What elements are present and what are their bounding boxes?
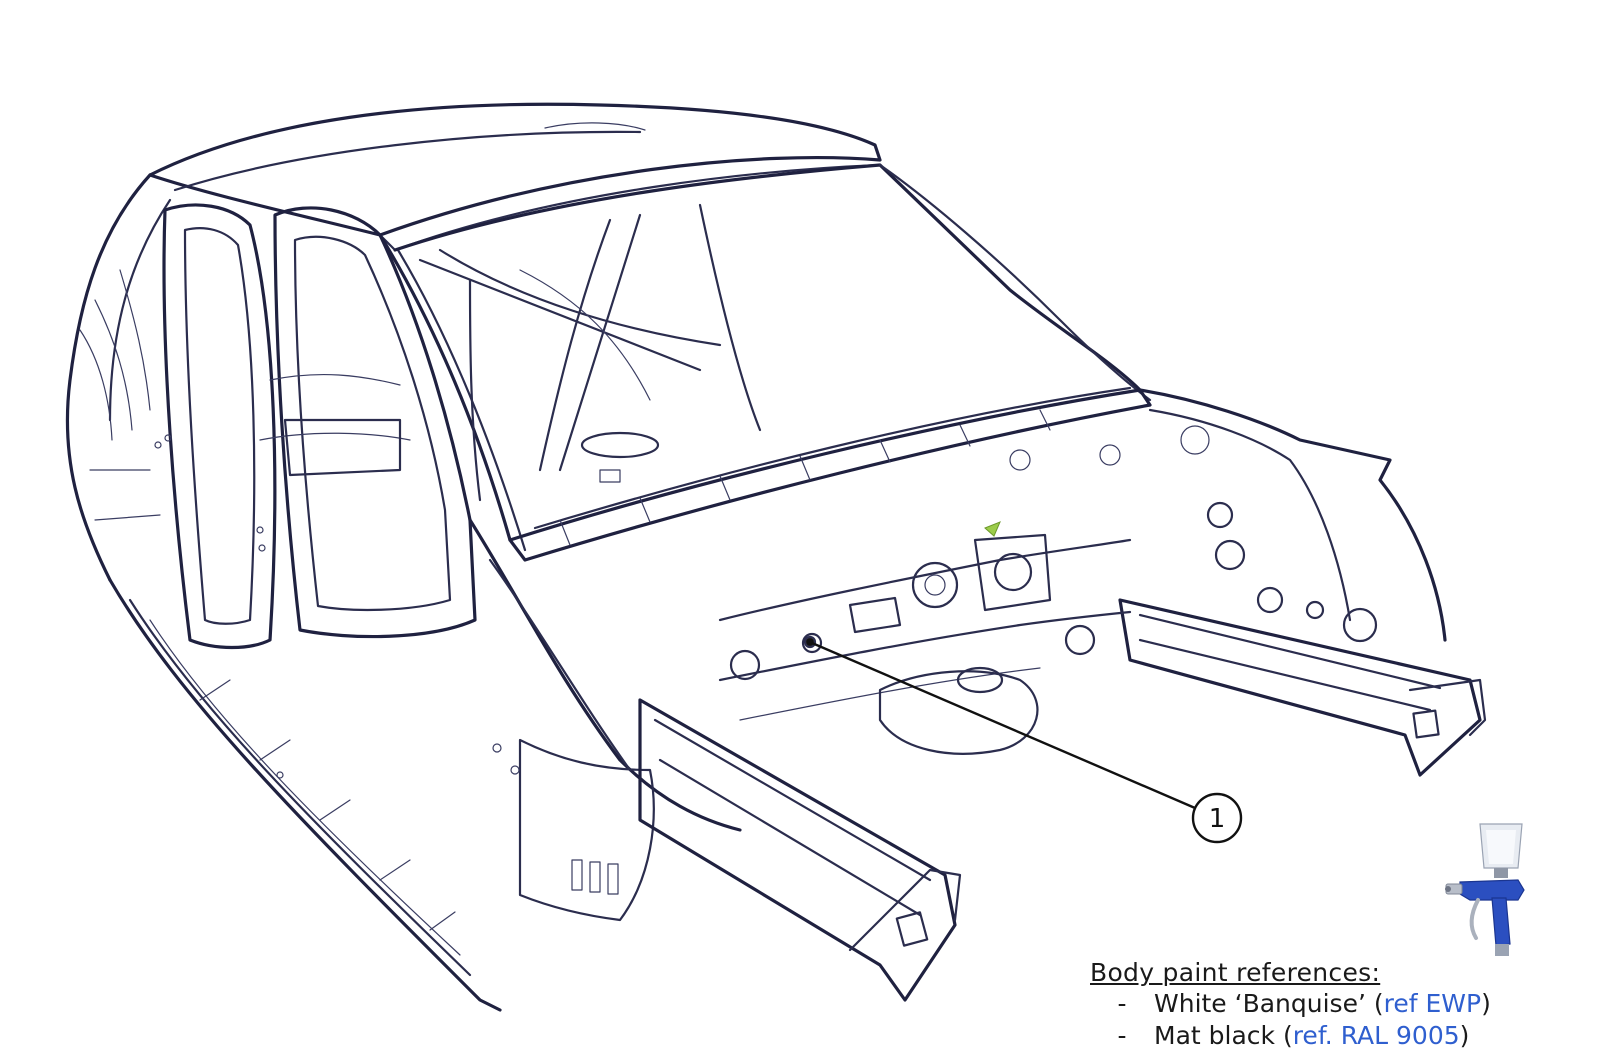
legend-title: Body paint references:	[1090, 958, 1381, 987]
legend-item-close: )	[1459, 1021, 1470, 1050]
legend-item-dash: -	[1117, 989, 1127, 1018]
callout-number: 1	[1209, 804, 1226, 834]
callout-leader-line	[811, 641, 1196, 810]
legend-item-name: Mat black (	[1154, 1021, 1293, 1050]
callout-1: 1	[806, 638, 1243, 844]
legend-item-ref[interactable]: ref. RAL 9005	[1292, 1021, 1460, 1050]
legend-item-dash: -	[1117, 1021, 1127, 1050]
callout-circle	[1191, 792, 1243, 844]
spray-gun-icon	[1445, 823, 1525, 956]
legend-item-close: )	[1481, 989, 1491, 1018]
legend-item-white: - White ‘Banquise’ (ref EWP)	[1090, 988, 1590, 1020]
paint-legend: Body paint references: - White ‘Banquise…	[1090, 958, 1590, 1052]
body-shell-outline	[65, 102, 1487, 1012]
legend-item-black: - Mat black (ref. RAL 9005)	[1090, 1020, 1590, 1052]
legend-item-name: White ‘Banquise’ (	[1154, 989, 1384, 1018]
legend-item-ref[interactable]: ref EWP	[1383, 989, 1482, 1018]
callout-anchor-dot	[806, 638, 814, 646]
